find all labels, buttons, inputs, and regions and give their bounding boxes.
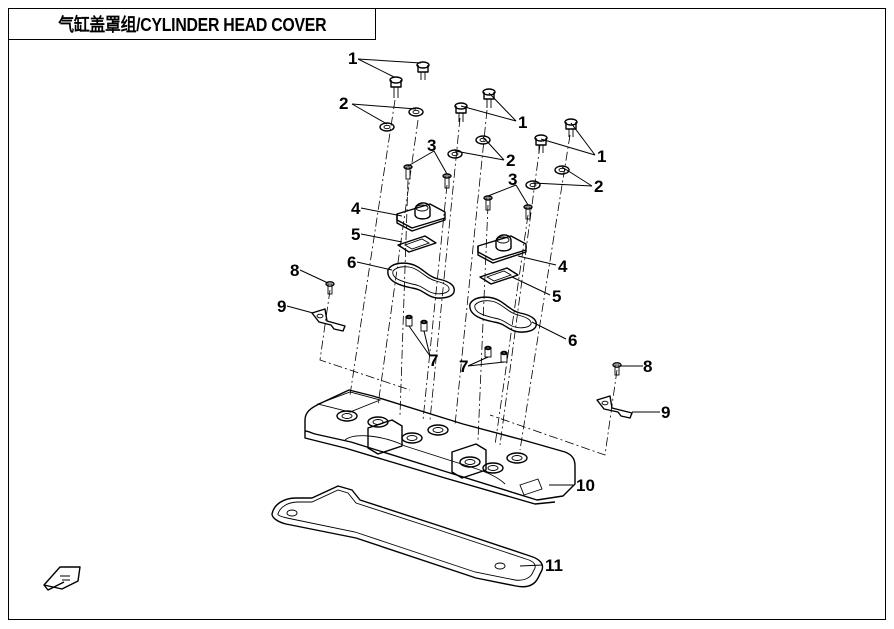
callout-9: 9 (661, 403, 670, 422)
callout-1: 1 (597, 147, 606, 166)
callout-6: 6 (568, 331, 577, 350)
bolt-group-8 (325, 281, 622, 376)
callout-9: 9 (277, 297, 286, 316)
callout-6: 6 (347, 253, 356, 272)
bracket-right (596, 395, 633, 419)
callout-4: 4 (351, 199, 361, 218)
plate-left (397, 235, 437, 253)
washer-group-2 (379, 107, 570, 190)
drawing-frame (8, 8, 886, 620)
callout-3: 3 (508, 170, 517, 189)
cover-gasket (271, 485, 544, 588)
breather-cover-left (396, 202, 446, 232)
leader-lines (286, 58, 660, 567)
bolt (416, 61, 430, 80)
breather-cover-right (477, 234, 527, 264)
title-box: 气缸盖罩组/CYLINDER HEAD COVER (8, 8, 376, 40)
callout-1: 1 (518, 113, 527, 132)
callout-2: 2 (594, 177, 603, 196)
callout-2: 2 (339, 94, 348, 113)
seal-left (387, 262, 455, 299)
callout-8: 8 (290, 261, 299, 280)
callout-2: 2 (506, 151, 515, 170)
callout-1: 1 (348, 49, 357, 68)
callout-3: 3 (427, 136, 436, 155)
callout-8: 8 (643, 357, 652, 376)
bolt (482, 88, 496, 108)
callout-7: 7 (459, 357, 468, 376)
bolt (454, 102, 468, 122)
bolt-group-1 (389, 61, 578, 153)
bolt (564, 118, 578, 137)
bracket-left (311, 308, 346, 332)
dowel-group-7 (405, 314, 508, 363)
callout-11: 11 (545, 556, 563, 575)
callout-labels: 1 1 1 2 2 2 3 3 4 4 5 5 6 6 7 7 8 8 9 9 … (277, 49, 670, 575)
seal-right (469, 296, 537, 333)
callout-7: 7 (429, 351, 438, 370)
front-arrow-icon (43, 566, 81, 591)
callout-10: 10 (576, 476, 595, 495)
callout-5: 5 (552, 287, 561, 306)
cover-bosses (336, 410, 528, 474)
page-title: 气缸盖罩组/CYLINDER HEAD COVER (58, 15, 326, 35)
bolt (534, 134, 548, 153)
callout-4: 4 (558, 257, 568, 276)
bolt (389, 76, 403, 98)
cylinder-head-cover (304, 389, 576, 505)
callout-5: 5 (351, 225, 360, 244)
plate-right (479, 267, 519, 285)
